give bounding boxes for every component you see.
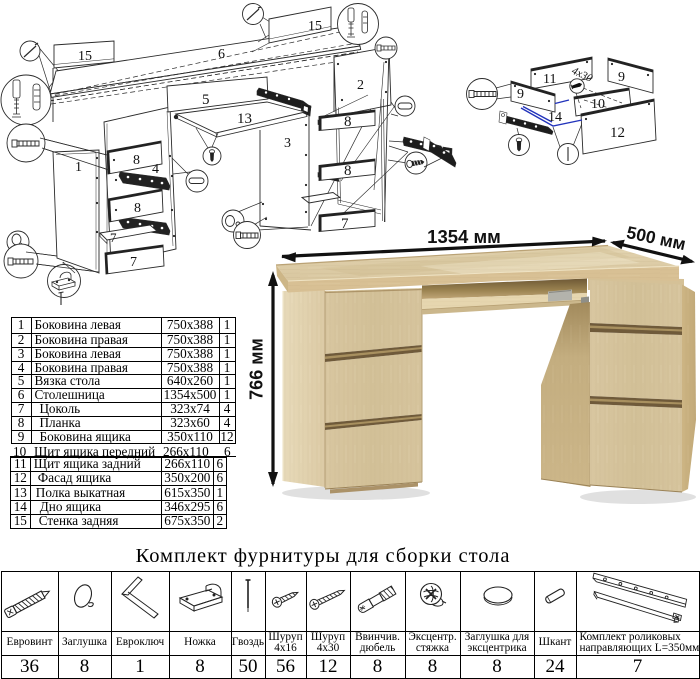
svg-text:1: 1 (75, 160, 82, 175)
svg-text:500 мм: 500 мм (625, 222, 688, 254)
svg-text:766 мм: 766 мм (247, 338, 267, 400)
svg-text:3: 3 (284, 136, 291, 151)
svg-text:2: 2 (357, 78, 364, 93)
svg-text:11: 11 (543, 72, 556, 87)
svg-text:4: 4 (152, 162, 159, 177)
svg-text:15: 15 (78, 49, 92, 64)
svg-text:15: 15 (308, 19, 322, 34)
svg-text:7: 7 (110, 230, 117, 245)
svg-text:10: 10 (591, 97, 605, 112)
svg-text:13: 13 (237, 111, 252, 127)
svg-text:8: 8 (344, 114, 352, 130)
svg-text:9: 9 (517, 87, 524, 102)
svg-text:5: 5 (202, 92, 210, 108)
svg-text:12: 12 (610, 125, 625, 141)
svg-text:6: 6 (218, 47, 225, 62)
svg-text:8: 8 (134, 201, 141, 216)
svg-text:8: 8 (133, 153, 140, 168)
svg-text:14: 14 (548, 110, 562, 125)
svg-text:1354 мм: 1354 мм (427, 226, 501, 247)
svg-text:8: 8 (344, 163, 352, 179)
svg-text:7: 7 (341, 216, 349, 232)
svg-text:9: 9 (618, 70, 625, 85)
svg-text:7: 7 (130, 255, 137, 270)
